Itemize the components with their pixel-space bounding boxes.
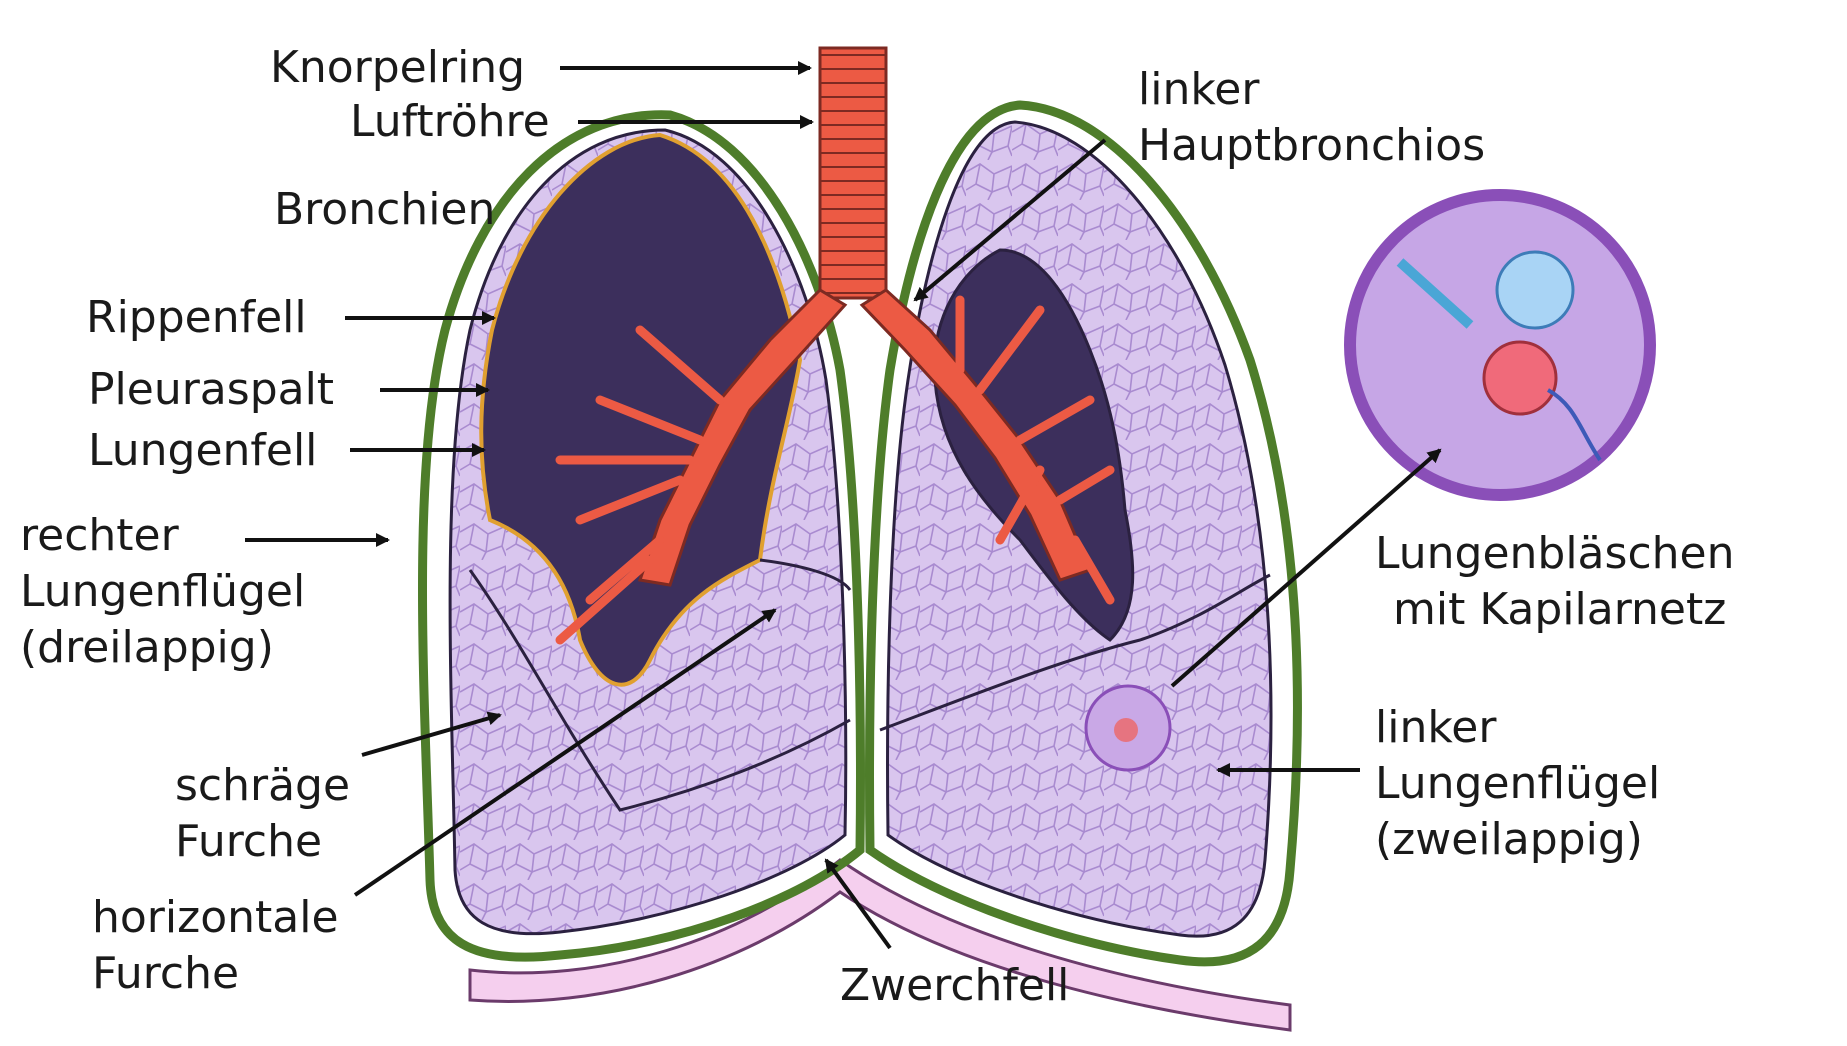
label-schraege-line1: schräge [175, 760, 350, 811]
label-pleuraspalt: Pleuraspalt [88, 364, 334, 415]
label-horizontale-line1: horizontale [92, 892, 339, 943]
label-zwerchfell: Zwerchfell [840, 960, 1069, 1011]
label-rechter-line1: rechter [20, 510, 180, 561]
label-linker-line1: linker [1375, 702, 1497, 753]
label-horizontale-line2: Furche [92, 948, 239, 999]
label-rippenfell: Rippenfell [86, 292, 307, 343]
label-knorpelring: Knorpelring [270, 42, 525, 93]
label-lungenblaeschen-line1: Lungenbläschen [1375, 528, 1734, 579]
trachea-tube [820, 48, 886, 298]
label-rechter-line2: Lungenflügel [20, 566, 305, 617]
label-schraege-line2: Furche [175, 816, 322, 867]
label-luftroehre: Luftröhre [350, 96, 550, 147]
label-lungenfell: Lungenfell [88, 425, 317, 476]
label-hauptbronchios-line2: Hauptbronchios [1138, 120, 1485, 171]
label-bronchien: Bronchien [274, 184, 495, 235]
right-lung [423, 115, 861, 957]
label-lungenblaeschen-line2: mit Kapilarnetz [1393, 584, 1726, 635]
label-rechter-line3: (dreilappig) [20, 622, 274, 673]
label-hauptbronchios-line1: linker [1138, 64, 1260, 115]
alveoli-inset [1350, 195, 1650, 495]
label-linker-line3: (zweilappig) [1375, 814, 1643, 865]
left-lung [870, 105, 1298, 962]
label-linker-line2: Lungenflügel [1375, 758, 1660, 809]
